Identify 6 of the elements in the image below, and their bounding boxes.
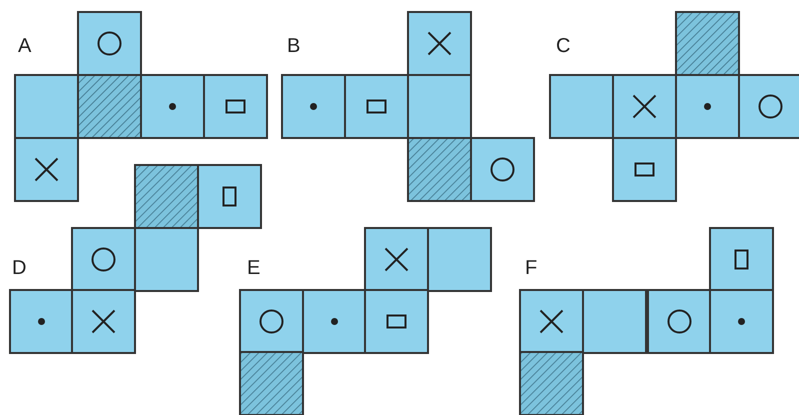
net-letter: A (18, 36, 32, 56)
net-letter: B (287, 36, 300, 56)
net-letter: E (247, 258, 260, 278)
net-letter: C (556, 36, 570, 56)
net-letter: D (12, 258, 26, 278)
net-letter: F (525, 258, 538, 278)
